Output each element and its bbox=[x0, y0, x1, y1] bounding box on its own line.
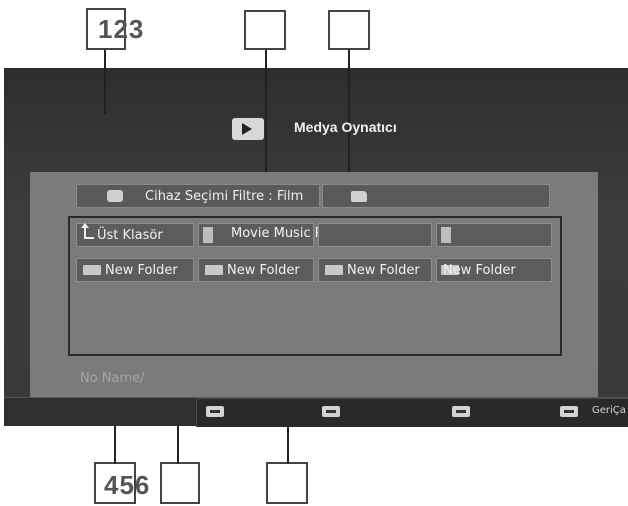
file-item-label: New Folder bbox=[443, 263, 516, 278]
callout-number-1: 123 bbox=[98, 14, 145, 44]
movie-player-icon bbox=[232, 118, 264, 140]
file-item-label: New Folder bbox=[347, 263, 420, 278]
key-1-icon[interactable] bbox=[206, 406, 224, 417]
device-filter-label: Cihaz Seçimi Filtre : Film bbox=[145, 189, 304, 204]
file-icon bbox=[441, 227, 451, 243]
file-item-new-folder-2[interactable]: New Folder bbox=[198, 258, 314, 282]
file-item-label: Üst Klasör bbox=[97, 228, 163, 243]
folder-icon bbox=[325, 265, 343, 275]
page-title: Medya Oynatıcı bbox=[294, 119, 397, 135]
key-2-icon[interactable] bbox=[322, 406, 340, 417]
key-3-icon[interactable] bbox=[452, 406, 470, 417]
folder-open-icon bbox=[351, 191, 367, 202]
callout-number-4: 456 bbox=[104, 470, 151, 500]
file-icon bbox=[203, 227, 213, 243]
leader-line-1 bbox=[104, 50, 106, 114]
leader-line-2 bbox=[265, 50, 267, 198]
file-item-new-folder-3[interactable]: New Folder bbox=[318, 258, 432, 282]
file-item-movie-music-picture[interactable]: Movie Music Picture bbox=[198, 223, 359, 247]
callout-box-5 bbox=[160, 462, 200, 504]
folder-icon bbox=[205, 265, 223, 275]
callout-box-1 bbox=[86, 8, 126, 50]
file-item-new-folder-1[interactable]: New Folder bbox=[76, 258, 194, 282]
file-item-new-folder-4[interactable]: New Folder bbox=[436, 258, 552, 282]
key-hint-segment bbox=[196, 398, 628, 427]
callout-box-6 bbox=[266, 462, 308, 504]
folder-icon bbox=[441, 265, 459, 275]
callout-box-2 bbox=[244, 10, 286, 50]
file-item-3[interactable] bbox=[318, 223, 432, 247]
path-bar[interactable] bbox=[322, 184, 550, 208]
back-key-icon[interactable] bbox=[560, 406, 578, 417]
callout-box-3 bbox=[328, 10, 370, 50]
device-icon bbox=[107, 190, 123, 202]
device-filter-bar[interactable]: Cihaz Seçimi Filtre : Film bbox=[76, 184, 320, 208]
file-item-label: New Folder bbox=[105, 263, 178, 278]
back-label: GeriÇa bbox=[592, 405, 626, 416]
leader-line-3 bbox=[348, 50, 350, 198]
leader-line-6 bbox=[287, 424, 289, 464]
callout-box-4 bbox=[94, 462, 136, 504]
up-folder-icon bbox=[81, 223, 94, 239]
file-item-4[interactable] bbox=[436, 223, 552, 247]
file-item-up-folder[interactable]: Üst Klasör bbox=[76, 223, 194, 247]
bottom-key-bar: GeriÇa bbox=[4, 397, 628, 427]
current-item-name: No Name/ bbox=[80, 371, 145, 386]
folder-icon bbox=[83, 265, 101, 275]
file-item-label: New Folder bbox=[227, 263, 300, 278]
